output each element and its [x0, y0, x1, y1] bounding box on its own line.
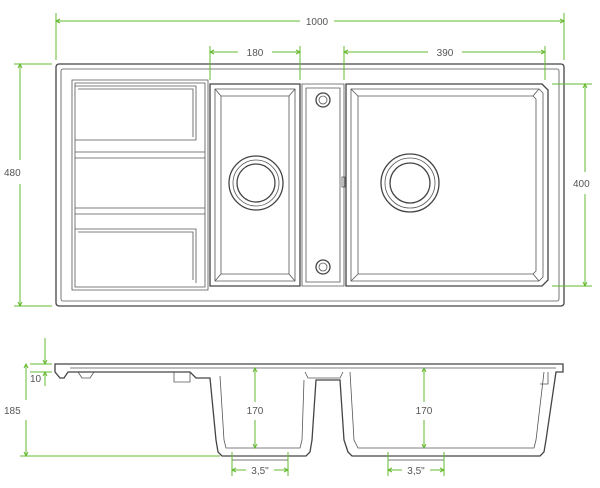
dim-label-total-depth: 185: [4, 406, 21, 417]
small-bowl-drain: [228, 155, 284, 211]
dim-bowl-length: 400: [552, 82, 592, 288]
dim-rim-thickness: 10: [30, 338, 52, 386]
large-bowl-drain: [380, 153, 440, 213]
dim-large-bowl-depth: 170: [416, 366, 433, 450]
dim-total-depth: 185: [4, 362, 220, 458]
tap-hole-bottom: [315, 259, 331, 275]
dim-overall-height: 480: [4, 62, 52, 308]
dim-small-drain: 3,5": [230, 452, 290, 477]
small-bowl: [209, 83, 301, 287]
dim-large-bowl-width: 390: [342, 46, 547, 80]
dim-label-bowl-length: 400: [573, 179, 590, 190]
drainboard-rib-middle: [75, 151, 205, 159]
side-profile-outer: [54, 363, 564, 457]
dim-label-small-bowl-width: 180: [247, 48, 264, 59]
dim-label-small-bowl-depth: 170: [247, 406, 264, 417]
tap-hole-top: [315, 92, 331, 108]
dim-label-rim-thickness: 10: [30, 374, 42, 385]
drainboard-rib-upper: [75, 85, 197, 141]
overflow-slot: [341, 176, 346, 188]
drainboard: [71, 79, 209, 291]
drainboard-rib-lower: [75, 228, 197, 283]
side-profile-inner: [70, 367, 556, 449]
dim-label-small-drain: 3,5": [251, 466, 269, 477]
top-view: 1000 180 390: [4, 13, 592, 308]
center-strip: [301, 83, 346, 287]
dim-overall-width: 1000: [54, 13, 566, 60]
side-view: 10 185 170 170: [4, 338, 564, 477]
dim-small-bowl-width: 180: [208, 46, 302, 80]
dim-label-large-bowl-width: 390: [437, 48, 454, 59]
large-bowl: [345, 83, 549, 287]
dim-label-overall-width: 1000: [306, 17, 329, 28]
dim-label-overall-height: 480: [4, 168, 21, 179]
dim-label-large-bowl-depth: 170: [416, 406, 433, 417]
dim-large-drain: 3,5": [386, 452, 446, 477]
dim-small-bowl-depth: 170: [247, 366, 264, 450]
sink-inner-outline: [60, 68, 560, 302]
dim-label-large-drain: 3,5": [407, 466, 425, 477]
sink-outer-outline: [55, 63, 565, 307]
